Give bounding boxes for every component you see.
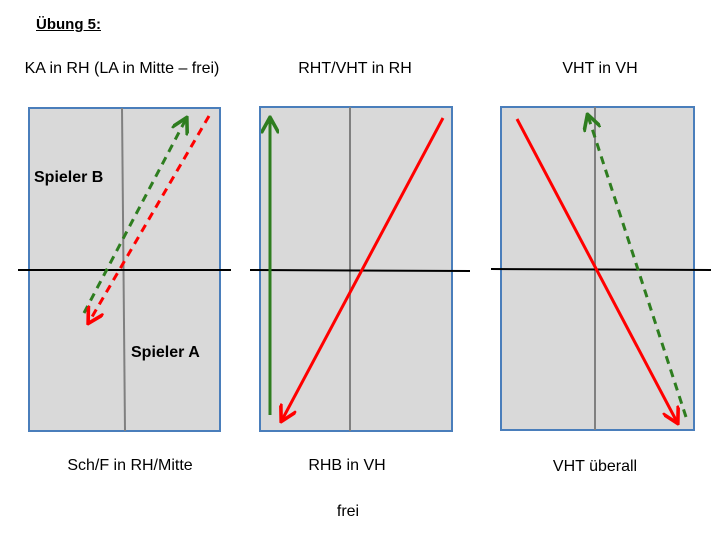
court-3-green-dashed-arrow	[588, 116, 688, 418]
player-b-label: Spieler B	[34, 169, 104, 186]
court-1-bottom-caption: Sch/F in RH/Mitte	[67, 457, 193, 474]
court-3-top-caption: VHT in VH	[562, 60, 638, 77]
court-2-top-caption: RHT/VHT in RH	[298, 60, 412, 77]
footer-caption: frei	[336, 503, 360, 520]
court-2-bottom-caption: RHB in VH	[308, 457, 386, 474]
court-3-red-arrow	[515, 118, 677, 422]
player-a-label: Spieler A	[131, 344, 200, 361]
court-1-green-dashed-arrow	[82, 119, 186, 314]
court-1-red-dashed-arrow	[89, 115, 211, 322]
court-2-net	[249, 269, 471, 272]
court-3-bottom-caption: VHT überall	[552, 458, 638, 475]
court-1-top-caption: KA in RH (LA in Mitte – frei)	[24, 60, 220, 77]
exercise-title: Übung 5:	[36, 16, 101, 33]
court-3-net	[490, 268, 712, 271]
court-2-red-arrow	[282, 117, 445, 420]
